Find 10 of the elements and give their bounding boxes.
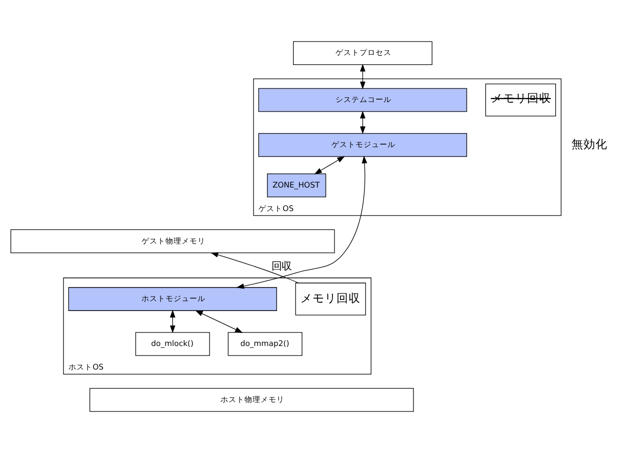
- label: 無効化: [572, 136, 608, 151]
- arrow: [195, 310, 243, 333]
- arrow: [360, 64, 366, 90]
- edge-label: 回収: [272, 260, 292, 272]
- arrow: [314, 156, 345, 174]
- arrow: [210, 252, 299, 284]
- node-box: メモリ回収: [485, 84, 556, 116]
- arrow: [236, 156, 368, 289]
- node-box: メモリ回収: [295, 282, 366, 316]
- arrow: [170, 310, 176, 334]
